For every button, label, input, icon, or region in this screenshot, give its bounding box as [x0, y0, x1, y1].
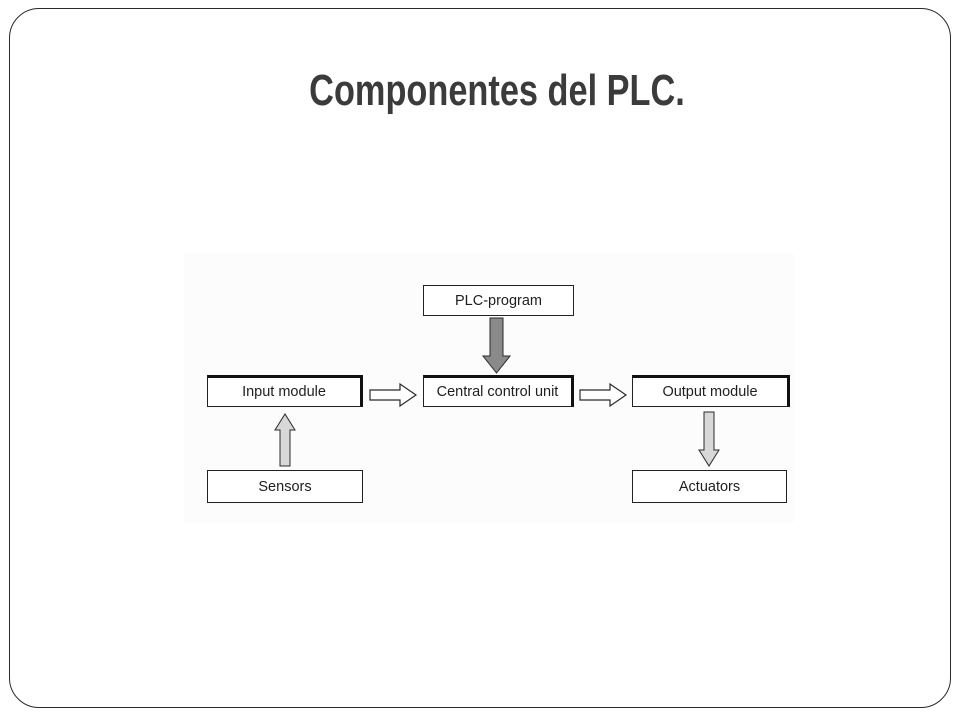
slide-title: Componentes del PLC. [309, 66, 685, 115]
node-output-module-label: Output module [662, 384, 758, 400]
node-input-module-label: Input module [242, 384, 326, 400]
node-sensors-label: Sensors [258, 478, 312, 495]
node-actuators-label: Actuators [678, 478, 741, 495]
node-central-control-unit: Central control unit [423, 375, 574, 407]
node-sensors: Sensors [207, 470, 363, 503]
node-plc-program-label: PLC-program [454, 292, 543, 309]
node-plc-program: PLC-program [423, 285, 574, 316]
node-actuators: Actuators [632, 470, 787, 503]
node-central-control-unit-label: Central control unit [436, 384, 559, 400]
node-input-module: Input module [207, 375, 363, 407]
node-output-module: Output module [632, 375, 790, 407]
